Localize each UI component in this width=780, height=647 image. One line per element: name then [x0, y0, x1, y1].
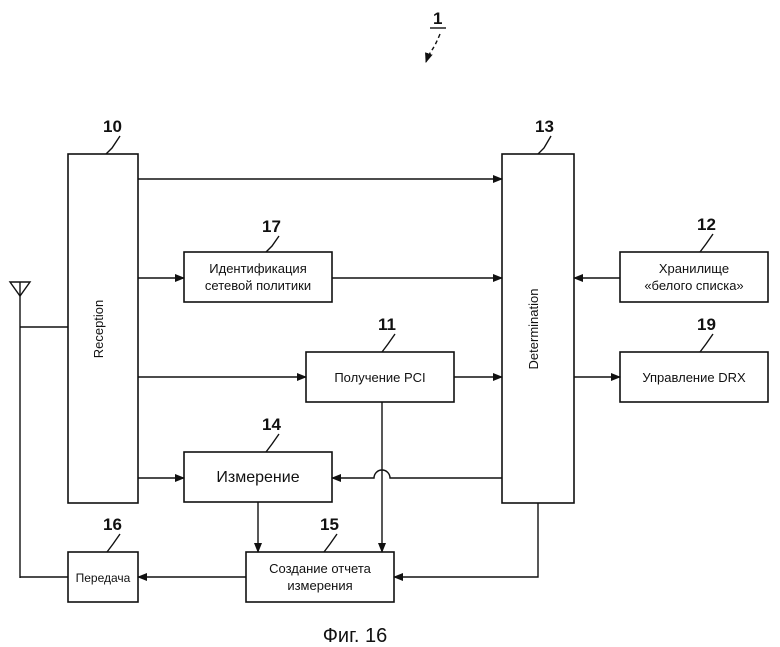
pci-acquisition-block: Получение PCI — [305, 351, 455, 403]
measurement-ref: 14 — [262, 415, 281, 453]
svg-text:сетевой политики: сетевой политики — [205, 278, 311, 293]
svg-text:14: 14 — [262, 415, 281, 434]
svg-text:16: 16 — [103, 515, 122, 534]
svg-text:Идентификация: Идентификация — [209, 261, 306, 276]
reception-label: Reception — [91, 300, 106, 359]
drx-ref: 19 — [697, 315, 716, 353]
svg-text:Создание отчета: Создание отчета — [269, 561, 372, 576]
svg-text:Получение PCI: Получение PCI — [334, 370, 425, 385]
svg-text:1: 1 — [433, 9, 442, 28]
reception-block: Reception — [67, 153, 139, 504]
svg-text:12: 12 — [697, 215, 716, 234]
reception-ref: 10 — [103, 117, 122, 155]
determination-block: Determination — [501, 153, 575, 504]
svg-text:11: 11 — [378, 315, 396, 334]
pci-ref: 11 — [378, 315, 396, 353]
transmission-ref: 16 — [103, 515, 122, 553]
figure-ref-1: 1 — [425, 9, 446, 63]
report-ref: 15 — [320, 515, 339, 553]
svg-text:«белого списка»: «белого списка» — [644, 278, 743, 293]
measurement-report-block: Создание отчета измерения — [245, 551, 395, 603]
transmission-block: Передача — [67, 551, 139, 603]
svg-text:Хранилище: Хранилище — [659, 261, 729, 276]
svg-text:10: 10 — [103, 117, 122, 136]
determination-label: Determination — [526, 289, 541, 370]
drx-control-block: Управление DRX — [619, 351, 769, 403]
svg-text:Управление DRX: Управление DRX — [642, 370, 746, 385]
whitelist-ref: 12 — [697, 215, 716, 253]
connections — [20, 175, 621, 581]
measurement-block: Измерение — [183, 451, 333, 503]
whitelist-storage-block: Хранилище «белого списка» — [619, 251, 769, 303]
figure-caption: Фиг. 16 — [323, 625, 388, 647]
svg-text:13: 13 — [535, 117, 554, 136]
svg-text:Измерение: Измерение — [216, 469, 299, 486]
svg-text:19: 19 — [697, 315, 716, 334]
policy-ref: 17 — [262, 217, 281, 253]
svg-text:измерения: измерения — [287, 578, 352, 593]
policy-identification-block: Идентификация сетевой политики — [183, 251, 333, 303]
antenna-icon — [8, 281, 68, 578]
svg-text:Передача: Передача — [76, 571, 131, 585]
svg-text:17: 17 — [262, 217, 281, 236]
determination-ref: 13 — [535, 117, 554, 155]
svg-text:15: 15 — [320, 515, 339, 534]
